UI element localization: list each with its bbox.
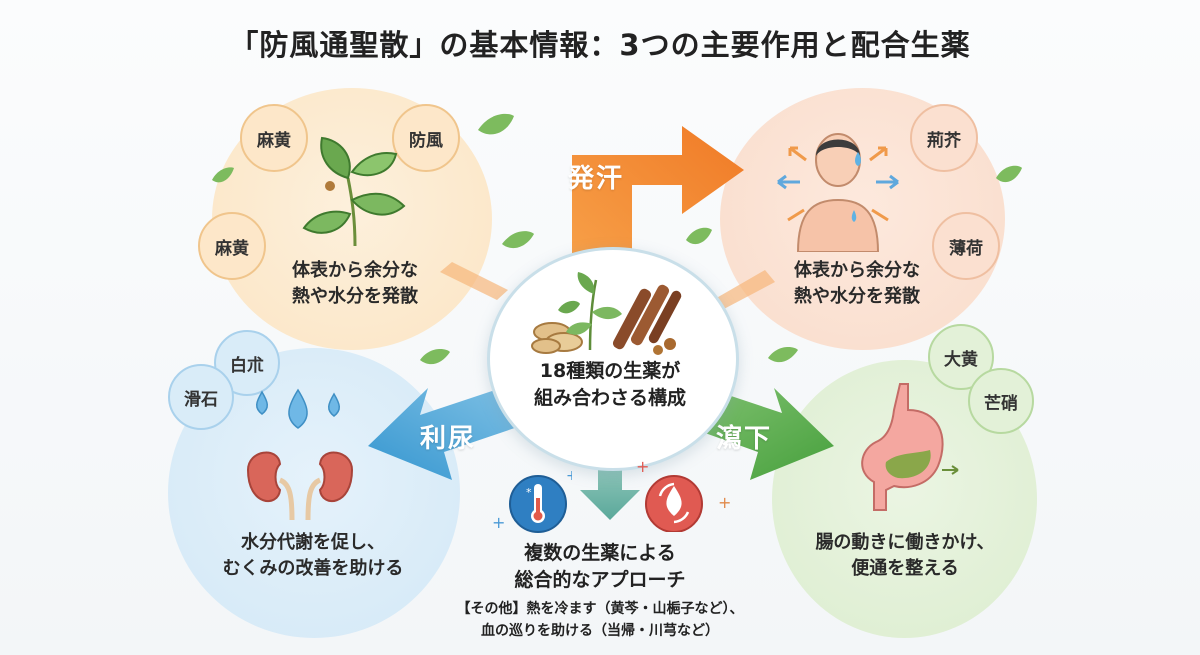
bottom-center-heading: 複数の生薬による 総合的なアプローチ <box>514 542 686 591</box>
bottom-left-description: 水分代謝を促し、 むくみの改善を助ける <box>222 532 404 579</box>
svg-text:+: + <box>718 493 731 512</box>
center-description: 18種類の生薬が 組み合わさる構成 <box>533 360 686 409</box>
person-sweating-icon <box>777 133 899 252</box>
purge-label: 瀉下 <box>716 424 773 454</box>
herb-keigai: 荊芥 <box>910 104 978 172</box>
svg-text:+: + <box>636 457 649 476</box>
bottom-center-note: 【その他】熱を冷ます（黄芩・山梔子など）、 血の巡りを助ける（当帰・川芎など） <box>456 601 744 639</box>
svg-text:+: + <box>566 470 572 484</box>
kidney-icon <box>246 451 354 520</box>
top-left-description: 体表から余分な 熱や水分を発散 <box>292 260 418 307</box>
herb-mao-2: 麻黄 <box>198 212 266 280</box>
herb-bofu: 防風 <box>392 104 460 172</box>
herb-bosho: 芒硝 <box>968 368 1034 434</box>
herb-kasseki: 滑石 <box>168 364 234 430</box>
herbal-medicine-icon <box>531 272 682 355</box>
thermometer-icon: * + + <box>492 470 572 533</box>
sweat-label: 発汗 <box>568 164 625 194</box>
svg-text:*: * <box>526 486 532 499</box>
page-title: 「防風通聖散」の基本情報：3つの主要作用と配合生薬 <box>229 28 971 62</box>
herb-mao-1: 麻黄 <box>240 104 308 172</box>
svg-text:+: + <box>492 513 505 532</box>
center-circle <box>487 247 739 471</box>
herb-hakka: 薄荷 <box>932 212 1000 280</box>
herb-leaf-icon <box>302 136 406 247</box>
sweat-arrow <box>572 126 744 278</box>
blood-circulation-icon: + + <box>636 457 731 532</box>
stomach-icon <box>861 383 959 511</box>
down-arrow <box>580 450 640 520</box>
diuresis-label: 利尿 <box>420 424 477 454</box>
top-right-description: 体表から余分な 熱や水分を発散 <box>794 260 920 307</box>
bottom-right-description: 腸の動きに働きかけ、 便通を整える <box>815 532 995 579</box>
water-drop-icon <box>256 388 340 429</box>
